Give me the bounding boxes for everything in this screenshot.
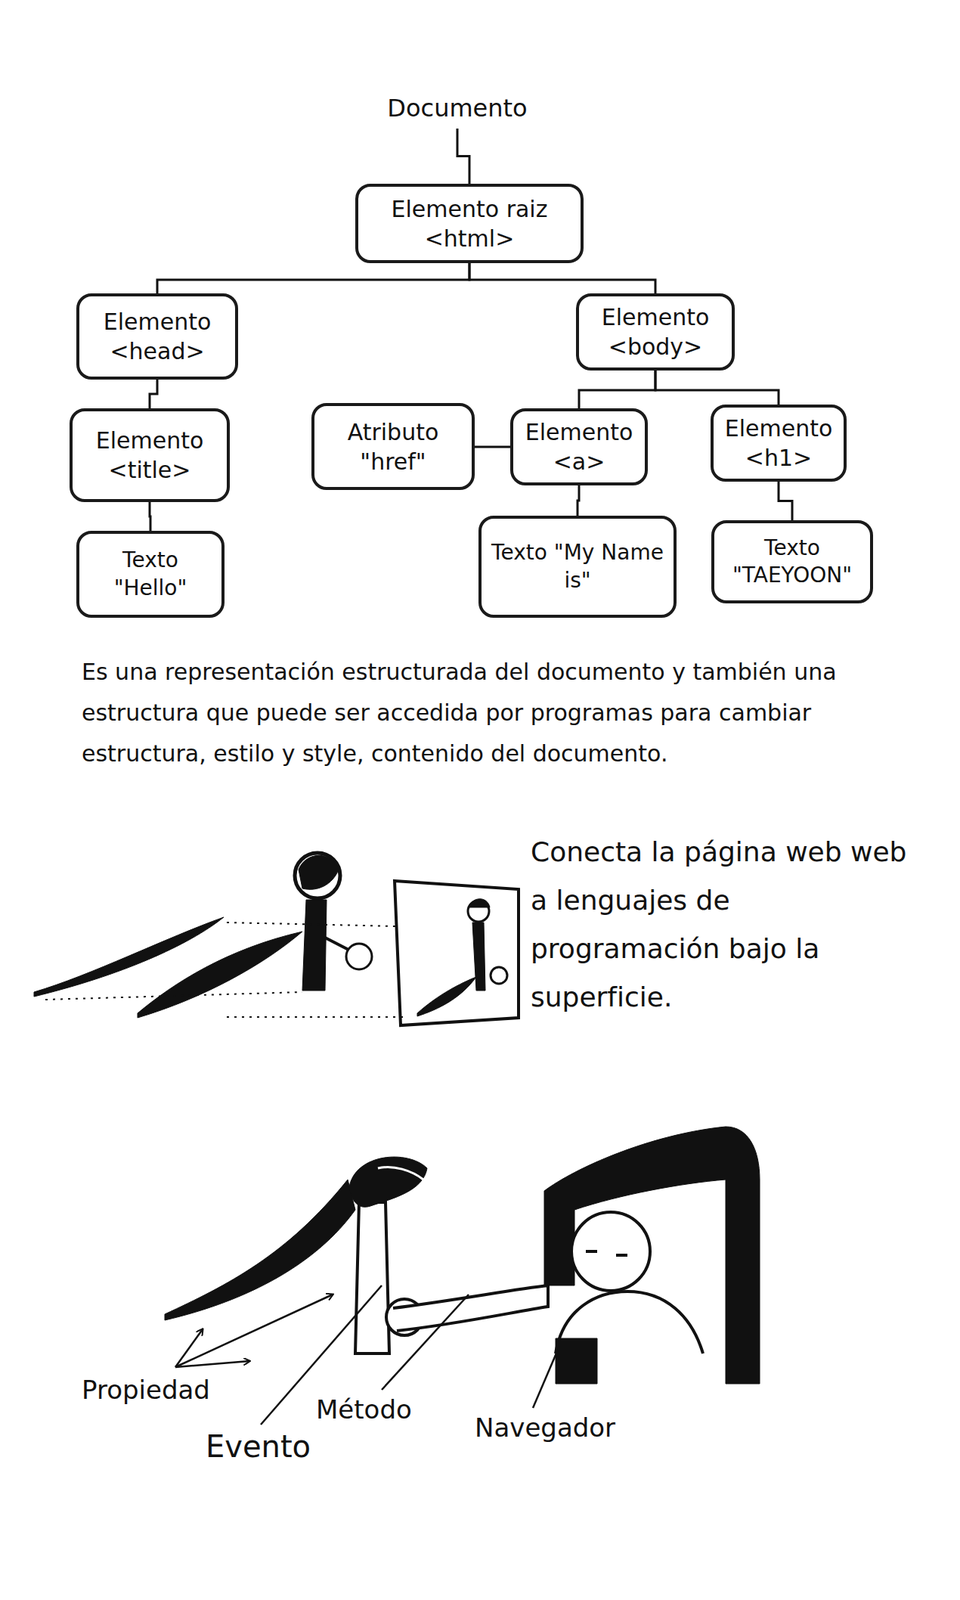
description-text: Conecta la página web web a lenguajes de…: [530, 827, 924, 1022]
node-text: Elemento <head>: [88, 306, 227, 366]
node-text: Documento: [387, 92, 527, 125]
node-text: Elemento <title>: [81, 425, 218, 485]
element-box: Elemento <head>: [76, 293, 239, 380]
part-label: Propiedad: [81, 1372, 211, 1406]
node-text: Elemento raiz <html>: [367, 194, 572, 254]
part-label: Evento: [205, 1427, 311, 1465]
node-text: Texto "Hello": [88, 546, 213, 602]
node-text: Elemento <a>: [522, 417, 636, 477]
node-text: Elemento <body>: [588, 302, 723, 362]
root-label: Documento: [366, 89, 549, 129]
attribute-box: Atributo "href": [311, 402, 475, 490]
browser-scene: [164, 1126, 760, 1384]
tree-connector: [149, 501, 151, 531]
tree-connector: [778, 481, 793, 521]
tree-connector: [149, 379, 158, 409]
element-box: Elemento raiz <html>: [355, 183, 584, 264]
description-text: Es una representación estructurada del d…: [81, 651, 914, 775]
node-text: Elemento <h1>: [722, 413, 835, 473]
text-box: Texto "TAEYOON": [711, 520, 874, 604]
element-box: Elemento <title>: [69, 408, 230, 502]
tree-connector: [577, 485, 580, 516]
node-text: Texto "My Name is": [490, 538, 665, 595]
node-text: Texto "TAEYOON": [723, 534, 861, 590]
element-box: Elemento <body>: [576, 293, 735, 371]
part-label: Método: [315, 1392, 412, 1426]
element-box: Elemento <h1>: [710, 404, 847, 482]
tree-connector: [655, 370, 779, 405]
tree-connector: [157, 263, 470, 294]
node-text: Atributo "href": [323, 417, 463, 477]
part-label: Navegador: [474, 1410, 616, 1444]
tree-connector: [457, 128, 470, 184]
element-box: Elemento <a>: [510, 408, 648, 486]
mirror-scene: [34, 852, 519, 1026]
tree-connector: [474, 445, 511, 449]
tree-connector: [579, 370, 656, 409]
text-box: Texto "Hello": [76, 530, 225, 618]
text-box: Texto "My Name is": [478, 515, 677, 618]
tree-connector: [469, 263, 656, 294]
